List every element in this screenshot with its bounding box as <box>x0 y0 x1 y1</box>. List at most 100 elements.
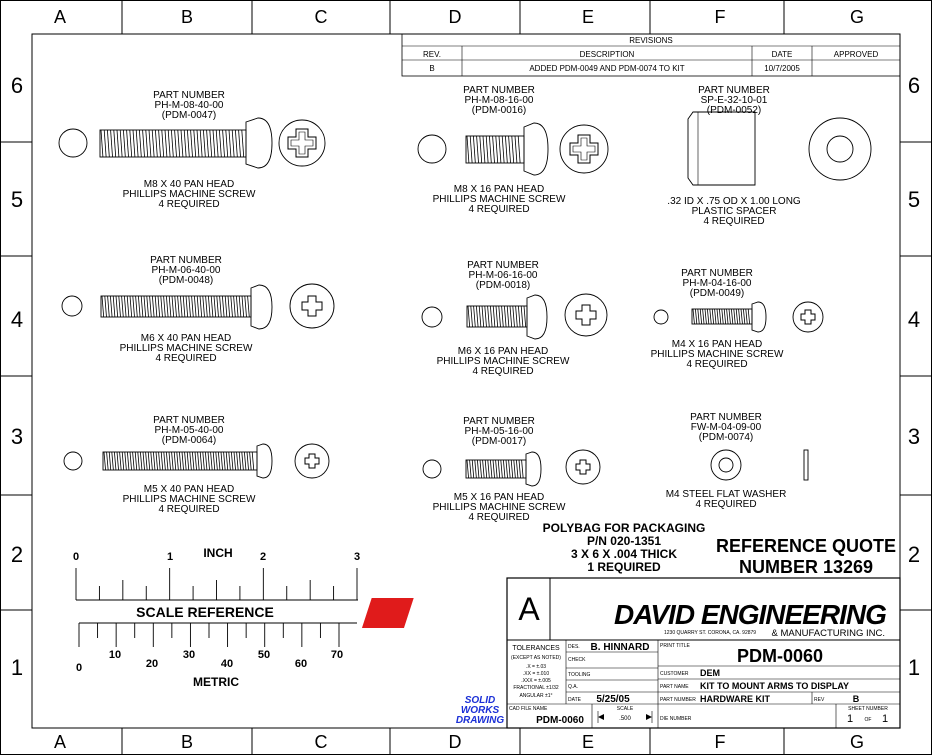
part-number: PH-M-05-40-00 <box>155 425 224 436</box>
thread-line <box>704 308 707 325</box>
part-number-label: PART NUMBER <box>153 90 225 101</box>
metric-tick-label: 70 <box>331 649 343 661</box>
qa-label: Q.A. <box>568 684 578 690</box>
thread-line <box>146 295 149 318</box>
scale-reference: INCH 0 1 2 3 SCALE REFERENCE 0 10 20 30 … <box>73 546 360 689</box>
zone-row-right: 6 <box>908 73 920 98</box>
thread-line <box>482 135 486 164</box>
part-description: PLASTIC SPACER <box>692 206 777 217</box>
thread-line <box>179 451 182 471</box>
thread-line <box>714 308 717 325</box>
reference-line: NUMBER 13269 <box>739 557 873 577</box>
zone-col-top: G <box>850 7 864 27</box>
thread-line <box>481 305 485 328</box>
thread-line <box>189 451 192 471</box>
thread-line <box>127 451 130 471</box>
solid-line: WORKS <box>461 705 500 716</box>
thread-line <box>230 295 233 318</box>
part-description: .32 ID X .75 OD X 1.00 LONG <box>667 196 801 207</box>
spacer-side-view-icon <box>687 111 756 186</box>
thread-line <box>123 129 126 158</box>
thread-line <box>157 295 161 318</box>
thread-line <box>241 451 244 471</box>
scale-reference-title: SCALE REFERENCE <box>136 604 274 620</box>
phillips-head-icon <box>575 459 591 475</box>
thread-line <box>206 129 209 158</box>
spacer-end-view-icon <box>808 117 872 181</box>
part-description: M6 X 16 PAN HEAD <box>458 346 548 357</box>
part-description: PHILLIPS MACHINE SCREW <box>433 194 566 205</box>
thread-line <box>151 129 155 158</box>
thread-line <box>188 295 191 318</box>
thread-line <box>174 129 177 158</box>
pan-head-icon <box>256 443 273 479</box>
thread-line <box>216 295 219 318</box>
company-name: DAVID ENGINEERING <box>614 599 886 630</box>
thread-line <box>148 129 152 158</box>
part-number: SP-E-32-10-01 <box>701 95 768 106</box>
thread-line <box>164 129 168 158</box>
thread-line <box>692 308 695 325</box>
thread-line <box>733 308 736 325</box>
thread-line <box>492 459 495 479</box>
thread-line <box>501 305 504 328</box>
print-title: PDM-0060 <box>737 646 823 666</box>
thread-line <box>238 451 242 471</box>
thread-line <box>249 451 252 471</box>
part-number: HARDWARE KIT <box>700 694 770 704</box>
polybag-line: POLYBAG FOR PACKAGING <box>543 521 706 535</box>
thread-line <box>707 308 710 325</box>
thread-line <box>186 451 190 471</box>
part-number: PH-M-06-40-00 <box>152 265 221 276</box>
inch-label: INCH <box>203 546 232 560</box>
thread-line <box>476 305 479 328</box>
zone-row-right: 2 <box>908 542 920 567</box>
thread-line <box>205 295 208 318</box>
screw-end-view-icon <box>653 309 669 325</box>
title-block: A DAVID ENGINEERING 1230 QUARRY ST. CORO… <box>361 577 901 729</box>
thread-line <box>171 129 174 158</box>
tolerance-line: .XXX = ±.005 <box>521 678 551 684</box>
thread-line <box>520 305 524 328</box>
screw-end-view-icon <box>422 459 442 479</box>
plastic-spacer <box>687 111 872 186</box>
thread-line <box>735 308 739 325</box>
check-label: CHECK <box>568 657 586 663</box>
phillips-head-icon <box>569 134 599 164</box>
pdm-number: (PDM-0048) <box>159 275 213 286</box>
thread-line <box>482 459 485 479</box>
reference-line: REFERENCE QUOTE <box>716 536 896 556</box>
date-header: DATE <box>772 50 793 59</box>
thread-line <box>191 295 194 318</box>
thread-line <box>177 295 180 318</box>
thread-line <box>155 129 158 158</box>
thread-line <box>143 295 147 318</box>
metric-tick-label: 40 <box>221 658 233 670</box>
reference-quote: REFERENCE QUOTE NUMBER 13269 <box>716 536 896 577</box>
polybag-note: POLYBAG FOR PACKAGING P/N 020-1351 3 X 6… <box>543 521 706 574</box>
thread-line <box>738 308 741 325</box>
thread-line <box>174 295 177 318</box>
date-cell: 10/7/2005 <box>764 64 800 73</box>
thread-line <box>505 135 508 164</box>
part-description: M4 X 16 PAN HEAD <box>672 339 762 350</box>
thread-line <box>236 295 239 318</box>
part-description: 4 REQUIRED <box>472 366 533 377</box>
thread-line <box>202 451 205 471</box>
inch-tick-label: 1 <box>167 551 173 563</box>
thread-line <box>224 295 228 318</box>
thread-line <box>515 305 518 328</box>
zone-row-left: 6 <box>11 73 23 98</box>
thread-line <box>163 451 166 471</box>
thread-line <box>168 451 171 471</box>
thread-line <box>218 451 221 471</box>
thread-line <box>473 135 476 164</box>
polybag-line: 3 X 6 X .004 THICK <box>571 547 677 561</box>
thread-line <box>194 295 197 318</box>
thread-line <box>251 451 255 471</box>
thread-line <box>719 308 722 325</box>
